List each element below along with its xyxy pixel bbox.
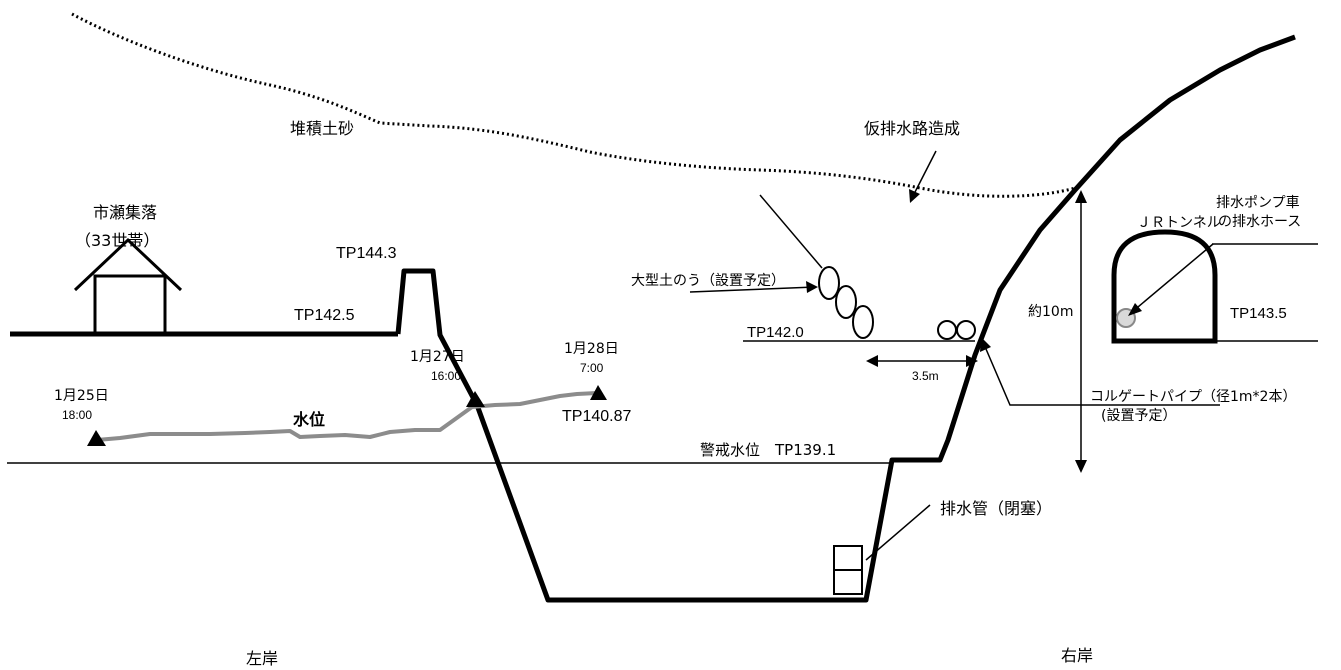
small-sandbags [937, 320, 976, 340]
corrugated-pipe-leader [982, 341, 1220, 406]
sandbag-arrow [689, 286, 816, 293]
label-warning-level: 警戒水位 TP139.1 [700, 441, 836, 459]
label-water-level: 水位 [293, 410, 325, 429]
label-tp1435: TP143.5 [1230, 305, 1287, 322]
label-3-5m: 3.5m [912, 369, 939, 383]
label-pump-truck-2: の排水ホース [1218, 214, 1301, 230]
label-corrugated-pipe: コルゲートパイプ（径1m*2本） [1090, 389, 1296, 405]
label-jr-tunnel: ＪＲトンネル [1137, 215, 1221, 231]
marker-0128 [590, 385, 607, 400]
dim-3-5m-arrow-left [866, 355, 878, 367]
dim-3-5m-arrow-right [966, 355, 978, 367]
levee-and-channel [395, 34, 1296, 603]
drain-pipe-leader [865, 504, 931, 561]
large-sandbags [818, 266, 874, 339]
label-tp1443: TP144.3 [336, 245, 397, 262]
temp-channel-arrow [912, 150, 937, 197]
label-tp1420: TP142.0 [747, 324, 804, 341]
sediment-surface-line [71, 12, 1076, 198]
label-time-0125: 18:00 [62, 408, 92, 422]
pump-hose-arrowhead [1128, 303, 1142, 316]
label-pump-truck-1: 排水ポンプ車 [1216, 194, 1300, 211]
water-level-line [96, 391, 598, 442]
corrugated-pipe-arrowhead [980, 337, 991, 352]
label-village-name: 市瀬集落 [93, 203, 157, 222]
label-sediment: 堆積土砂 [290, 119, 354, 138]
label-tp14087: TP140.87 [562, 408, 631, 425]
marker-0125 [87, 430, 106, 446]
label-village-households: （33世帯） [75, 231, 159, 250]
jr-tunnel-icon [1111, 229, 1218, 344]
dim-10m-arrow-bottom [1075, 460, 1087, 473]
dim-10m-arrow-top [1075, 190, 1087, 203]
label-date-0128: 1月28日 [564, 341, 619, 357]
label-date-0125: 1月25日 [54, 388, 109, 404]
label-temp-channel: 仮排水路造成 [864, 119, 960, 138]
pump-hose-arrow [1131, 243, 1214, 313]
label-time-0128: 7:00 [580, 361, 604, 375]
sandbag-arrowhead [806, 281, 818, 293]
label-time-0127: 16:00 [431, 369, 461, 383]
label-tp1425: TP142.5 [294, 307, 355, 324]
label-right-bank: 右岸 [1061, 646, 1093, 665]
label-approx-10m: 約10m [1028, 304, 1073, 320]
label-date-0127: 1月27日 [410, 349, 465, 365]
marker-0127 [466, 391, 485, 407]
temp-channel-arrowhead [909, 189, 920, 203]
house-icon [73, 237, 183, 336]
label-large-sandbag: 大型土のう（設置予定） [631, 273, 785, 289]
drain-pipe-block [833, 545, 863, 595]
label-left-bank: 左岸 [246, 649, 278, 668]
label-drain-pipe: 排水管（閉塞） [940, 499, 1052, 518]
label-install-planned: (設置予定） [1101, 408, 1176, 424]
sediment-to-sandbag-line [759, 194, 823, 269]
